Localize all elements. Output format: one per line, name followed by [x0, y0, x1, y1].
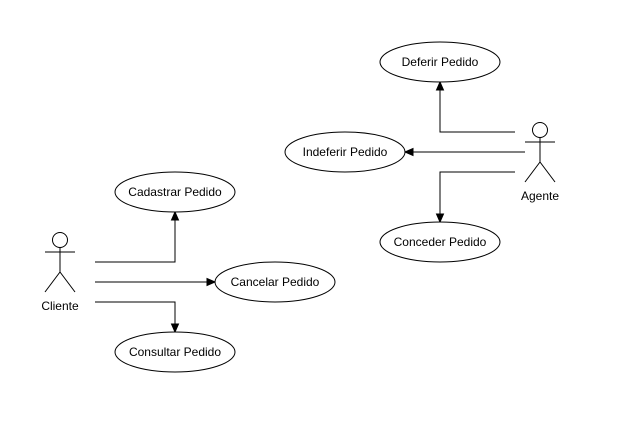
use-case-label: Indeferir Pedido — [303, 145, 388, 159]
edge-cliente-consultar — [95, 301, 176, 325]
use-case-cancelar-pedido: Cancelar Pedido — [214, 261, 336, 303]
use-case-label: Consultar Pedido — [129, 345, 221, 359]
use-case-label: Cancelar Pedido — [231, 275, 320, 289]
stick-figure-icon — [524, 122, 556, 183]
use-case-label: Cadastrar Pedido — [128, 185, 222, 199]
stick-figure-icon — [44, 232, 76, 293]
arrow-deferir — [435, 80, 445, 91]
use-case-conceder-pedido: Conceder Pedido — [379, 221, 501, 263]
edge-agente-deferir — [439, 89, 515, 133]
use-case-deferir-pedido: Deferir Pedido — [379, 41, 501, 83]
edge-agente-conceder — [439, 171, 515, 215]
use-case-indeferir-pedido: Indeferir Pedido — [284, 131, 406, 173]
actor-cliente: Cliente — [41, 232, 79, 313]
use-case-consultar-pedido: Consultar Pedido — [114, 331, 236, 373]
use-case-label: Deferir Pedido — [402, 55, 479, 69]
actor-label: Agente — [521, 189, 559, 203]
actor-label: Cliente — [41, 299, 79, 313]
arrow-cancelar — [206, 277, 217, 287]
actor-agente: Agente — [521, 122, 559, 203]
edge-cliente-cadastrar — [95, 219, 176, 263]
use-case-label: Conceder Pedido — [394, 235, 487, 249]
arrow-consultar — [170, 323, 180, 334]
arrow-cadastrar — [170, 210, 180, 221]
arrow-conceder — [435, 213, 445, 224]
arrow-indeferir — [403, 147, 414, 157]
edges — [95, 80, 525, 334]
use-case-cadastrar-pedido: Cadastrar Pedido — [114, 171, 236, 213]
